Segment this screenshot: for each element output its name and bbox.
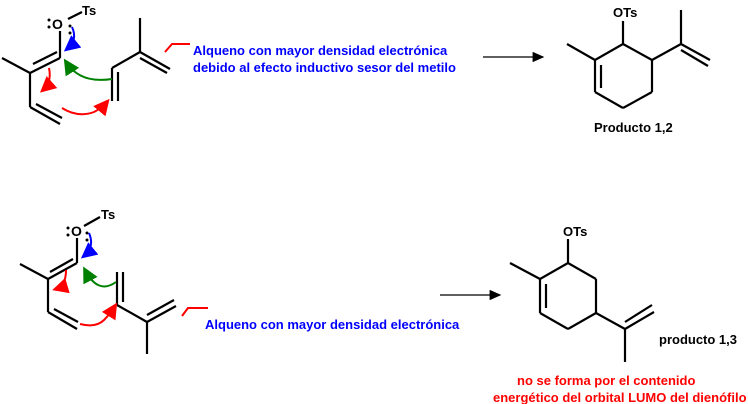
ots-label: OTs [613,5,637,20]
bottom-reactant: O Ts [19,207,208,354]
product-label: Producto 1,2 [594,120,673,135]
product-label: producto 1,3 [659,332,737,347]
red-electron-arrow [52,269,70,294]
annotation-text: Alqueno con mayor densidad electrónica [193,43,448,58]
red-pointer-mark [164,43,190,53]
oxygen-label: O [52,16,63,32]
lone-pair-dots [66,226,89,242]
ts-label: Ts [101,207,115,222]
ots-label: OTs [563,224,587,239]
oxygen-label: O [71,223,82,239]
blue-electron-arrow [63,26,82,52]
red-electron-arrow [61,98,110,117]
blue-electron-arrow [80,232,99,259]
top-reactant: O Ts [1,3,190,125]
note-text: energético del orbital LUMO del dienófil… [493,390,747,404]
red-electron-arrow [79,302,118,327]
product-1-3: OTs producto 1,3 [509,224,737,362]
annotation-text: debido al efecto inductivo sesor del met… [193,60,456,75]
green-electron-arrow [83,266,117,288]
product-1-2: OTs Producto 1,2 [566,5,711,135]
ts-label: Ts [82,3,96,18]
red-electron-arrow [40,67,58,93]
lone-pair-dots [47,18,72,35]
green-electron-arrow [63,58,113,81]
bonds [1,11,171,125]
note-text: no se forma por el contenido [517,373,695,388]
annotation-text: Alqueno con mayor densidad electrónica [205,317,460,332]
red-pointer-mark [181,307,208,317]
